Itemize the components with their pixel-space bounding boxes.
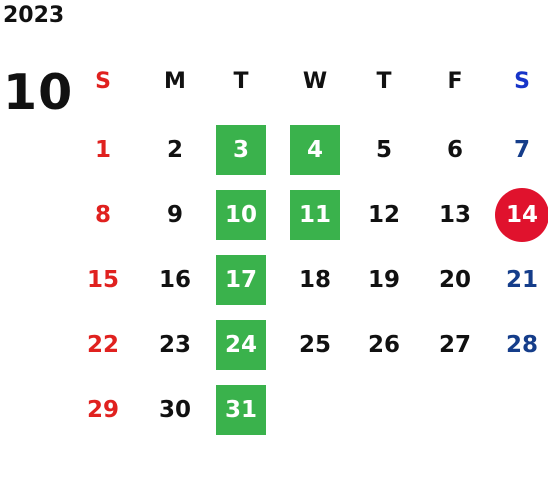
day-cell[interactable]: 27 bbox=[438, 332, 471, 358]
weekday-header-3: W bbox=[302, 68, 328, 94]
day-cell[interactable]: 6 bbox=[446, 137, 463, 163]
day-cell[interactable]: 7 bbox=[513, 137, 530, 163]
weekday-header-4: T bbox=[376, 68, 392, 94]
day-cell[interactable]: 19 bbox=[367, 267, 400, 293]
day-cell[interactable]: 18 bbox=[298, 267, 331, 293]
day-cell[interactable]: 30 bbox=[158, 397, 191, 423]
day-cell[interactable]: 23 bbox=[158, 332, 191, 358]
day-cell[interactable]: 4 bbox=[290, 125, 340, 175]
weekday-header-0: S bbox=[95, 68, 111, 94]
day-cell[interactable]: 2 bbox=[166, 137, 183, 163]
year-label: 2023 bbox=[3, 3, 65, 28]
day-cell[interactable]: 28 bbox=[505, 332, 538, 358]
day-cell-today[interactable]: 14 bbox=[495, 188, 548, 242]
day-cell[interactable]: 9 bbox=[166, 202, 183, 228]
day-cell[interactable]: 11 bbox=[290, 190, 340, 240]
day-cell[interactable]: 8 bbox=[94, 202, 111, 228]
day-cell[interactable]: 17 bbox=[216, 255, 266, 305]
day-cell[interactable]: 16 bbox=[158, 267, 191, 293]
day-cell[interactable]: 20 bbox=[438, 267, 471, 293]
day-cell[interactable]: 22 bbox=[86, 332, 119, 358]
day-cell[interactable]: 5 bbox=[375, 137, 392, 163]
day-cell[interactable]: 10 bbox=[216, 190, 266, 240]
day-cell[interactable]: 1 bbox=[94, 137, 111, 163]
day-cell[interactable]: 31 bbox=[216, 385, 266, 435]
day-cell[interactable]: 26 bbox=[367, 332, 400, 358]
day-cell[interactable]: 13 bbox=[438, 202, 471, 228]
day-cell[interactable]: 21 bbox=[505, 267, 538, 293]
weekday-header-6: S bbox=[514, 68, 530, 94]
day-cell[interactable]: 24 bbox=[216, 320, 266, 370]
day-cell[interactable]: 29 bbox=[86, 397, 119, 423]
day-cell[interactable]: 3 bbox=[216, 125, 266, 175]
weekday-header-1: M bbox=[164, 68, 186, 94]
day-cell[interactable]: 15 bbox=[86, 267, 119, 293]
day-cell[interactable]: 25 bbox=[298, 332, 331, 358]
weekday-header-5: F bbox=[447, 68, 463, 94]
day-cell[interactable]: 12 bbox=[367, 202, 400, 228]
weekday-header-2: T bbox=[233, 68, 249, 94]
month-number: 10 bbox=[3, 64, 74, 121]
